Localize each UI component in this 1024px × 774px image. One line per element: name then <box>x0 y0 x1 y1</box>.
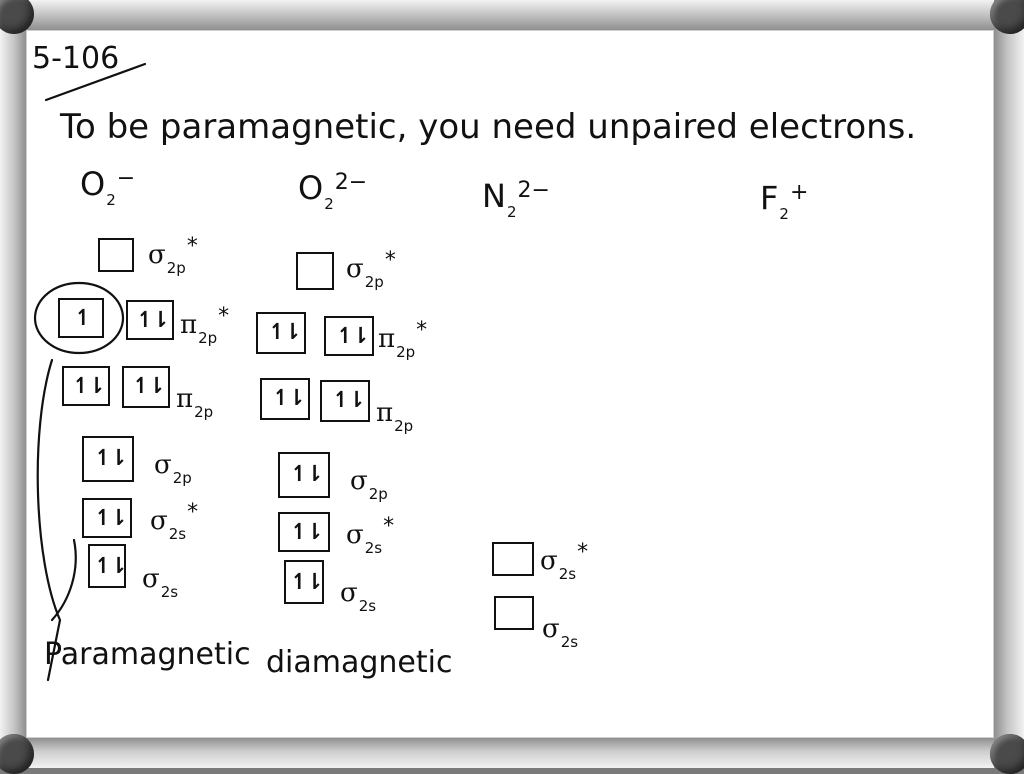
problem-underline <box>44 62 147 102</box>
orbital-box: ↿⇂ <box>260 378 310 420</box>
orbital-box: ↿⇂ <box>88 544 128 588</box>
orbital-box: ↿⇂ <box>324 316 374 356</box>
label-sigma-star-2p: σ2p* <box>148 234 198 277</box>
label-sigma-star-2s: σ2s* <box>150 500 199 543</box>
whiteboard <box>26 30 994 738</box>
orbital-box: ↿⇂ <box>122 366 170 408</box>
orbital-box: ↿⇂ <box>284 560 324 604</box>
species-f2-plus: F2+ <box>760 179 809 223</box>
frame-corner-bottom-right <box>990 734 1024 774</box>
orbital-box <box>492 542 534 576</box>
orbital-box <box>494 596 534 630</box>
bracket-curl <box>50 538 77 622</box>
frame-corner-bottom-left <box>0 734 34 774</box>
orbital-box-unpaired: ↿ <box>58 298 104 338</box>
species-o2-2minus: O22− <box>298 169 368 213</box>
statement: To be paramagnetic, you need unpaired el… <box>60 107 917 147</box>
frame-rail-left <box>0 0 26 768</box>
frame-corner-top-right <box>990 0 1024 34</box>
frame-rail-bottom <box>0 738 1024 768</box>
orbital-box: ↿⇂ <box>82 498 132 538</box>
label-pi-2p: π2p <box>176 384 214 421</box>
conclusion-o2-2minus: diamagnetic <box>266 645 453 680</box>
label-sigma-2s: σ2s <box>340 578 377 615</box>
problem-number: 5-106 <box>32 41 120 76</box>
label-sigma-star-2s: σ2s* <box>346 514 395 557</box>
label-pi-star-2p: π2p* <box>180 304 230 347</box>
orbital-box: ↿⇂ <box>320 380 370 422</box>
bracket-stroke <box>36 358 62 682</box>
species-o2-minus: O2− <box>80 165 136 209</box>
label-sigma-2p: σ2p <box>350 466 388 503</box>
label-pi-2p: π2p <box>376 398 414 435</box>
orbital-box: ↿⇂ <box>126 300 174 340</box>
frame-rail-top <box>0 0 1024 30</box>
frame-rail-right <box>994 0 1024 768</box>
label-sigma-2p: σ2p <box>154 450 192 487</box>
label-sigma-star-2p: σ2p* <box>346 248 396 291</box>
orbital-box <box>296 252 334 290</box>
orbital-box: ↿⇂ <box>278 512 330 552</box>
unpaired-electron-circle <box>33 281 125 355</box>
species-n2-2minus: N22− <box>482 177 550 221</box>
conclusion-o2-minus: Paramagnetic <box>44 637 251 672</box>
label-sigma-2s: σ2s <box>142 564 179 601</box>
label-pi-star-2p: π2p* <box>378 318 428 361</box>
orbital-box: ↿⇂ <box>278 452 330 498</box>
label-sigma-star-2s: σ2s* <box>540 540 589 583</box>
orbital-box: ↿⇂ <box>62 366 110 406</box>
orbital-box: ↿⇂ <box>82 436 134 482</box>
label-sigma-2s: σ2s <box>542 614 579 651</box>
orbital-box: ↿⇂ <box>256 312 306 354</box>
orbital-box <box>98 238 134 272</box>
